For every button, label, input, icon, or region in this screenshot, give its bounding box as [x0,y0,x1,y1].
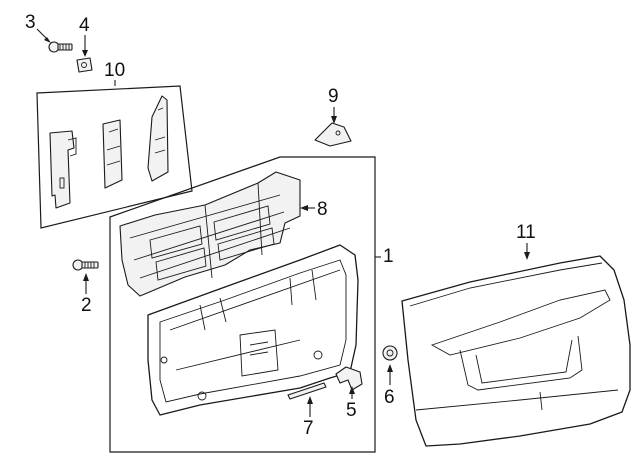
clip-nut-part-4[interactable] [76,57,93,73]
callout-2: 2 [81,295,92,316]
grommet-part-6[interactable] [382,345,398,361]
callout-11: 11 [516,222,536,243]
bracket-right[interactable] [147,95,169,182]
callout-5: 5 [346,400,357,421]
strip-part-7[interactable] [287,382,327,400]
leader-9-arrow [331,116,337,124]
callout-8: 8 [317,199,328,220]
callout-10: 10 [104,60,125,81]
bolt-part-2[interactable] [72,259,99,271]
bracket-left[interactable] [49,130,77,209]
outer-panel-part-11[interactable] [401,255,631,447]
bracket-middle[interactable] [102,119,123,189]
leader-8-arrow [300,205,308,211]
hinge-bracket-part-9[interactable] [314,122,352,147]
leader-5-arrow [349,386,355,394]
liftgate-assembly-box [109,156,376,453]
leader-4-arrow [82,50,88,57]
upper-panel-part-8[interactable] [119,171,301,297]
leader-6-arrow [387,364,393,372]
liftgate-inner-part-1[interactable] [147,244,359,416]
callout-3: 3 [25,12,36,33]
callout-4: 4 [79,15,90,36]
bracket-group-box [36,85,193,229]
leader-11-arrow [524,252,530,260]
screw-part-3[interactable] [48,41,73,53]
leader-3-arrow [44,37,51,43]
callout-9: 9 [328,86,339,107]
clip-part-5[interactable] [335,366,363,391]
leader-7-arrow [307,396,313,404]
callout-1: 1 [383,246,394,267]
leader-2-arrow [83,273,89,281]
callout-7: 7 [303,418,314,439]
callout-6: 6 [384,387,395,408]
